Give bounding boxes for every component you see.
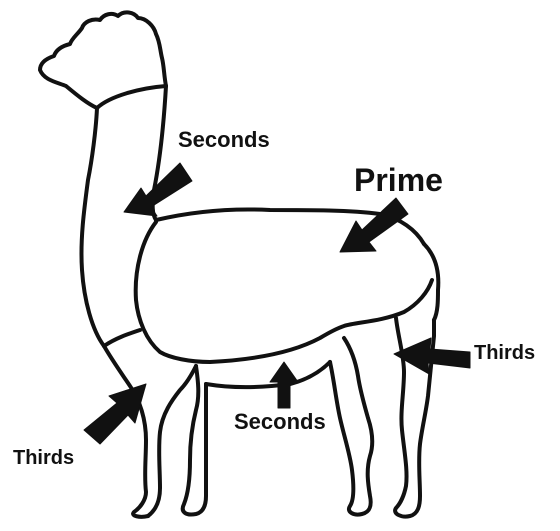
- blanket-lower-line: [136, 222, 432, 362]
- prime-arrow-icon: [340, 198, 408, 252]
- belly-line: [206, 362, 330, 387]
- thirds-front-arrow-icon: [84, 384, 146, 444]
- neck-collar-line: [97, 86, 166, 108]
- chest-band-line: [104, 330, 140, 346]
- thirds-rear-label: Thirds: [474, 343, 535, 363]
- rear-leg-1-line: [330, 338, 372, 515]
- neck-front-line: [81, 108, 104, 346]
- thirds-front-label: Thirds: [13, 448, 74, 468]
- prime-label: Prime: [354, 164, 443, 196]
- seconds-belly-label: Seconds: [234, 411, 326, 433]
- front-leg-2-line: [183, 366, 206, 515]
- seconds-neck-label: Seconds: [178, 129, 270, 151]
- alpaca-head: [40, 12, 166, 108]
